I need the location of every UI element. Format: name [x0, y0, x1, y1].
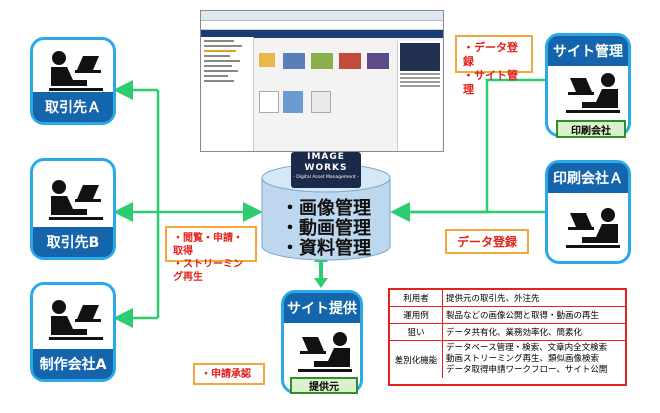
person-at-computer-icon [566, 73, 620, 113]
actor-label-printer-a: 印刷会社Ａ [548, 163, 628, 193]
table-key: 運用例 [390, 306, 443, 324]
table-key: 狙い [390, 323, 443, 341]
table-row: 運用例 製品などの画像公開と取得・動画の再生 [390, 306, 625, 324]
actor-label-site-admin: サイト管理 [548, 36, 628, 66]
db-item-docs: ・資料管理 [281, 238, 371, 259]
callout-line: ・ストリーミング再生 [173, 259, 243, 283]
actor-client-b: 取引先B [30, 158, 116, 260]
actor-label-client-b: 取引先B [33, 227, 113, 257]
actor-printer-a: 印刷会社Ａ [545, 160, 631, 264]
callout-approval: ・申請承認 [193, 363, 265, 385]
actor-site-admin: サイト管理 印刷会社 [545, 33, 631, 138]
table-row: 利用者 提供元の取引先、外注先 [390, 290, 625, 307]
actor-site-provider: サイト提供 提供元 [281, 290, 363, 394]
actor-production-a: 制作会社A [30, 282, 116, 382]
callout-site-admin-tasks: ・データ登録 ・サイト管理 [455, 35, 533, 96]
actor-label-production-a: 制作会社A [33, 349, 113, 379]
imageworks-logo: IMAGE WORKS - Digital Asset Management - [291, 152, 361, 188]
table-value: 製品などの画像公開と取得・動画の再生 [442, 306, 625, 324]
actor-client-a: 取引先Ａ [30, 37, 116, 125]
badge-provider: 提供元 [290, 377, 358, 394]
person-at-computer-icon [566, 208, 620, 248]
table-value: データベース管理・検索、文章内全文検索 動画ストリーミング再生、類似画像検索 デ… [446, 343, 608, 375]
table-key: 差別化機能 [390, 340, 443, 378]
callout-client-tasks: ・閲覧・申請・取得 ・ストリーミング再生 [165, 226, 257, 283]
logo-subtitle: - Digital Asset Management - [293, 175, 359, 180]
callout-data-register: データ登録 [445, 229, 529, 254]
table-row: 狙い データ共有化、業務効率化、簡素化 [390, 323, 625, 341]
person-at-computer-icon [49, 180, 103, 220]
logo-line1: IMAGE [307, 152, 345, 162]
callout-line: ・サイト管理 [463, 69, 518, 96]
db-item-video: ・動画管理 [281, 218, 371, 239]
callout-line: ・閲覧・申請・取得 [173, 233, 243, 257]
callout-line: ・データ登録 [463, 41, 518, 68]
person-at-computer-icon [298, 332, 352, 372]
db-item-image: ・画像管理 [281, 198, 371, 219]
info-table: 利用者 提供元の取引先、外注先 運用例 製品などの画像公開と取得・動画の再生 狙… [388, 288, 627, 386]
actor-label-site-provider: サイト提供 [284, 293, 360, 323]
table-key: 利用者 [390, 290, 443, 307]
person-at-computer-icon [49, 300, 103, 340]
table-value: データ共有化、業務効率化、簡素化 [442, 323, 625, 341]
table-value: 提供元の取引先、外注先 [442, 290, 625, 307]
callout-line: ・申請承認 [201, 369, 251, 380]
imageworks-screenshot [200, 10, 444, 152]
table-row: 差別化機能 データベース管理・検索、文章内全文検索 動画ストリーミング再生、類似… [390, 340, 625, 378]
imageworks-database: IMAGE WORKS - Digital Asset Management -… [260, 150, 392, 262]
callout-line: データ登録 [456, 235, 517, 249]
badge-printing-company: 印刷会社 [556, 120, 626, 138]
logo-line2: WORKS [304, 163, 348, 173]
actor-label-client-a: 取引先Ａ [33, 92, 113, 122]
person-at-computer-icon [49, 51, 103, 91]
